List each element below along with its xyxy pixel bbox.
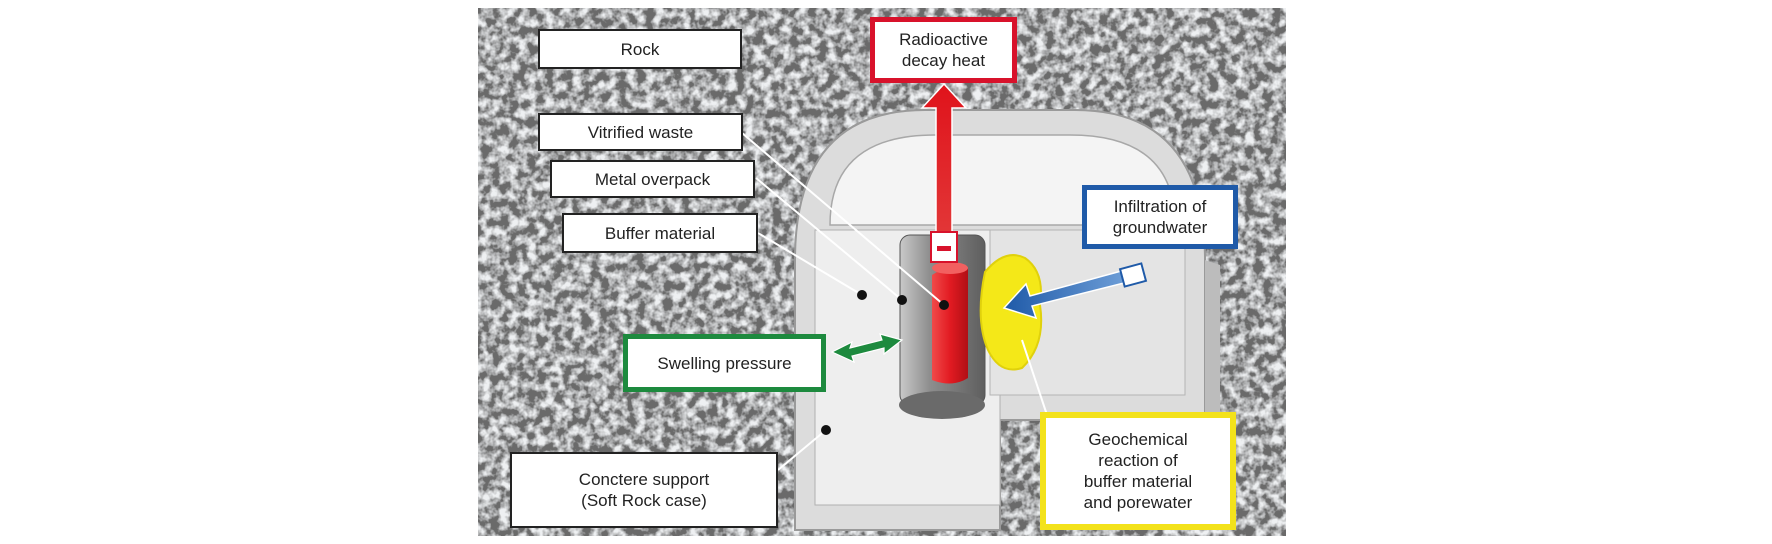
leader-overpack <box>755 177 903 301</box>
label-groundwater: Infiltration of groundwater <box>1082 185 1238 249</box>
swelling-pressure-arrow <box>830 333 904 364</box>
label-metal-overpack: Metal overpack <box>550 160 755 198</box>
leader-concrete <box>777 429 827 471</box>
label-buffer-material: Buffer material <box>562 213 758 253</box>
decay-heat-arrow <box>920 82 968 251</box>
label-geochemical: Geochemical reaction of buffer material … <box>1040 412 1236 530</box>
leader-geochemical <box>1021 339 1049 419</box>
dot-overpack <box>897 295 907 305</box>
groundwater-arrow <box>1002 269 1129 320</box>
label-decay-heat: Radioactive decay heat <box>870 17 1017 83</box>
vitrified-waste <box>932 266 968 384</box>
vitrified-waste-top <box>932 262 968 274</box>
label-concrete-support: Conctere support (Soft Rock case) <box>510 452 778 528</box>
concrete-support-side <box>1205 260 1220 425</box>
label-rock: Rock <box>538 29 742 69</box>
dot-vitrified <box>939 300 949 310</box>
groundwater-arrow-tail <box>1118 262 1148 288</box>
decay-heat-arrow-tail-mark <box>937 246 951 251</box>
label-vitrified-waste: Vitrified waste <box>538 113 743 151</box>
metal-overpack-base <box>899 391 985 419</box>
dot-concrete <box>821 425 831 435</box>
leader-vitrified <box>741 132 945 306</box>
label-swelling-pressure: Swelling pressure <box>623 334 826 392</box>
dot-buffer <box>857 290 867 300</box>
leader-buffer <box>757 232 863 296</box>
